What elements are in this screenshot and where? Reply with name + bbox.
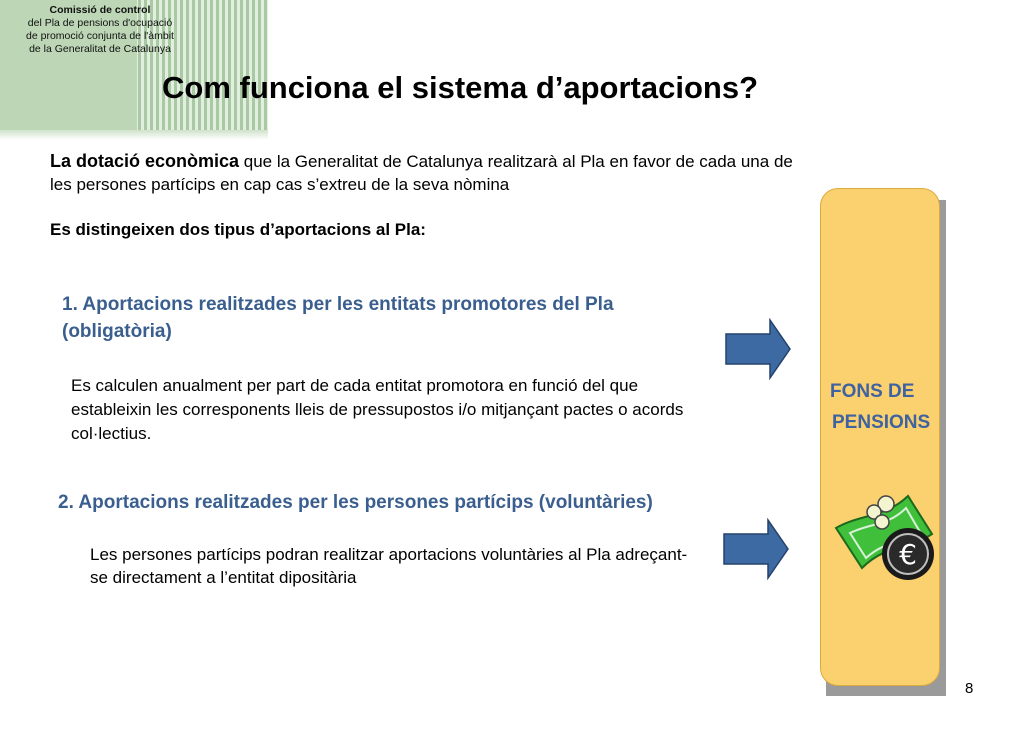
fund-label-line-1: FONS DE	[830, 381, 915, 402]
pension-fund-box	[820, 188, 940, 686]
arrow-right-icon	[723, 518, 789, 580]
org-line-3: de promoció conjunta de l'àmbit	[26, 30, 174, 42]
svg-text:€: €	[899, 538, 917, 571]
organization-name: Comissió de control del Pla de pensions …	[10, 4, 190, 56]
intro-text: que la Generalitat de Catalunya realitza…	[50, 152, 793, 194]
euro-money-icon: €	[834, 494, 934, 580]
contribution-1-heading: 1. Aportacions realitzades per les entit…	[62, 294, 614, 342]
contribution-2-heading: 2. Aportacions realitzades per les perso…	[58, 492, 653, 513]
intro-lead: La dotació econòmica	[50, 151, 240, 171]
contribution-1-text: Es calculen anualment per part de cada e…	[71, 376, 684, 443]
corner-decoration	[0, 0, 268, 130]
org-line-2: del Pla de pensions d'ocupació	[27, 17, 173, 29]
contribution-2-text: Les persones partícips podran realitzar …	[90, 545, 688, 587]
corner-fade	[0, 130, 268, 140]
page-number: 8	[965, 680, 974, 697]
pension-fund-label: FONS DE PENSIONS	[830, 376, 940, 438]
arrow-right-icon	[725, 318, 791, 380]
page-title: Com funciona el sistema d’aportacions?	[162, 70, 759, 105]
org-line-4: de la Generalitat de Catalunya	[29, 43, 171, 55]
fund-label-line-2: PENSIONS	[832, 412, 931, 433]
org-line-1: Comissió de control	[49, 4, 151, 16]
intro-paragraph: La dotació econòmica que la Generalitat …	[50, 150, 800, 196]
types-heading: Es distingeixen dos tipus d’aportacions …	[50, 220, 426, 239]
